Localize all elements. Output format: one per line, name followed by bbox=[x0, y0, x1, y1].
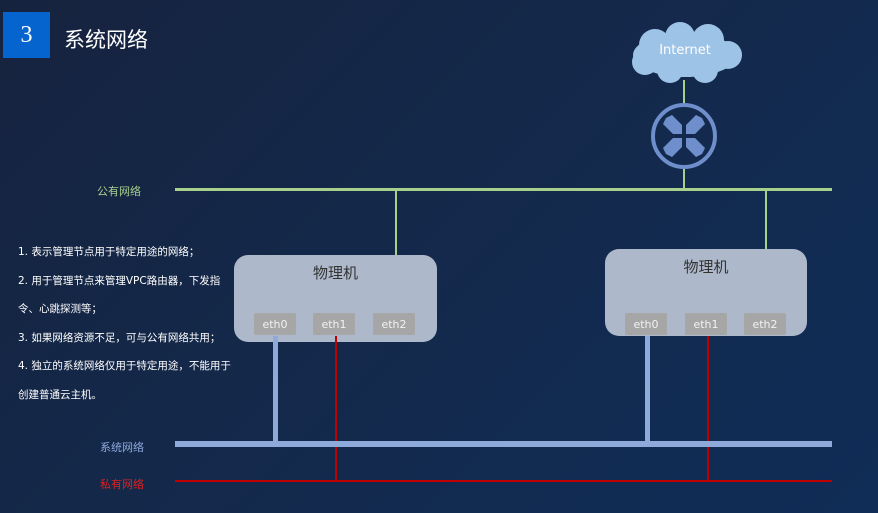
nic-eth0: eth0 bbox=[625, 313, 667, 335]
host1-eth1-link bbox=[335, 336, 337, 482]
private-network-label: 私有网络 bbox=[100, 478, 144, 491]
router-public-link bbox=[683, 169, 685, 189]
notes-list: 1. 表示管理节点用于特定用途的网络； 2. 用于管理节点来管理VPC路由器，下… bbox=[18, 238, 233, 409]
note-item: 2. 用于管理节点来管理VPC路由器，下发指令、心跳探测等； bbox=[18, 274, 221, 316]
note-item: 3. 如果网络资源不足，可与公有网络共用； bbox=[18, 331, 221, 344]
host2-eth1-link bbox=[707, 336, 709, 482]
physical-host-1: 物理机 eth0 eth1 eth2 bbox=[234, 255, 437, 342]
host1-eth0-link bbox=[273, 336, 278, 444]
public-network-label: 公有网络 bbox=[97, 185, 141, 198]
host-title: 物理机 bbox=[312, 264, 358, 282]
physical-host-2: 物理机 eth0 eth1 eth2 bbox=[605, 249, 807, 336]
cloud-router-link bbox=[683, 80, 685, 104]
private-network-line bbox=[175, 480, 832, 482]
nic-eth2: eth2 bbox=[373, 313, 415, 335]
note-item: 1. 表示管理节点用于特定用途的网络； bbox=[18, 246, 200, 258]
router-icon bbox=[651, 103, 717, 169]
slide-number: 3 bbox=[3, 12, 50, 58]
nic-eth1: eth1 bbox=[685, 313, 727, 335]
public-network-line bbox=[175, 188, 832, 191]
slide-title: 系统网络 bbox=[64, 28, 148, 52]
nic-eth2: eth2 bbox=[744, 313, 786, 335]
internet-cloud-icon bbox=[632, 22, 742, 83]
host1-eth2-link bbox=[395, 190, 397, 314]
system-network-label: 系统网络 bbox=[100, 441, 144, 454]
nic-eth0: eth0 bbox=[254, 313, 296, 335]
host2-eth0-link bbox=[645, 336, 650, 444]
system-network-line bbox=[175, 441, 832, 447]
host-title: 物理机 bbox=[683, 258, 729, 276]
note-item: 4. 独立的系统网络仅用于特定用途，不能用于创建普通云主机。 bbox=[18, 360, 231, 401]
nic-eth1: eth1 bbox=[313, 313, 355, 335]
internet-label: Internet bbox=[659, 43, 711, 58]
